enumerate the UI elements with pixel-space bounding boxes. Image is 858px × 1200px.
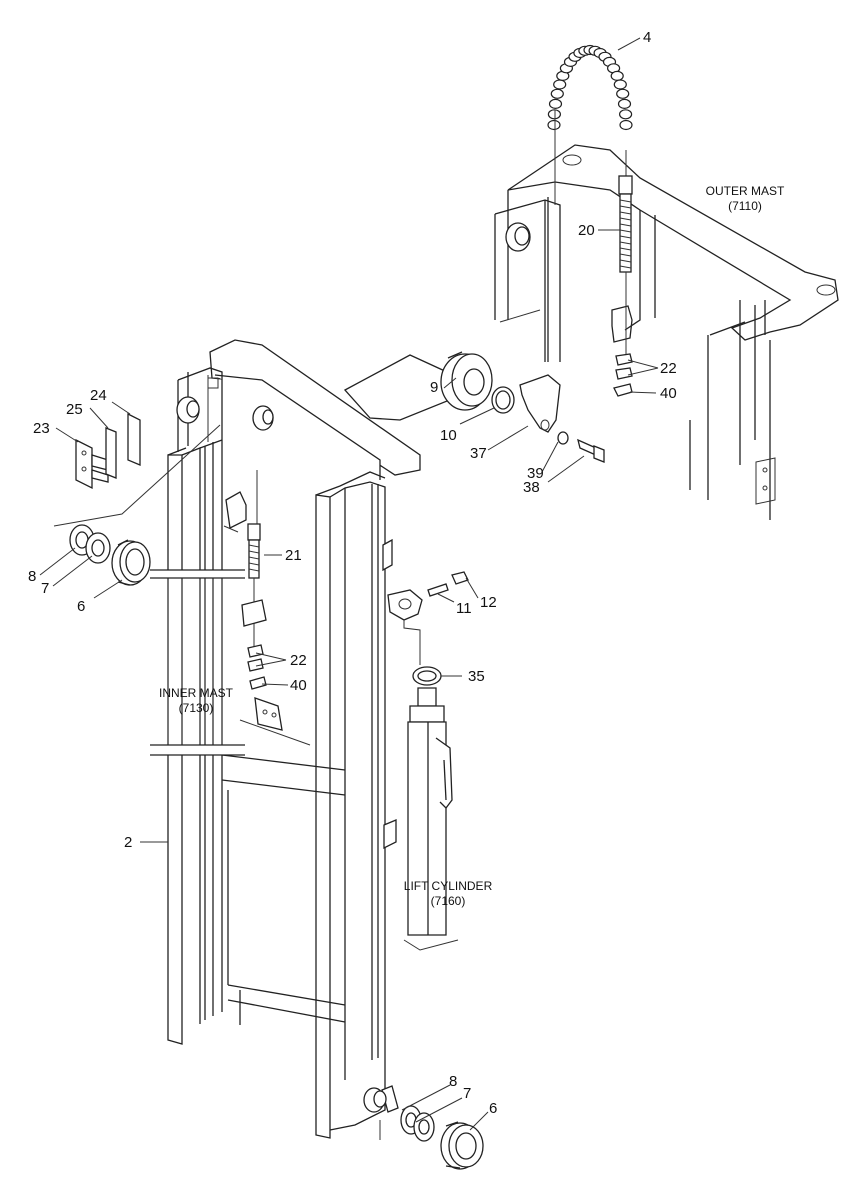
bolt-11 xyxy=(427,583,449,597)
callout-22-outer: 22 xyxy=(660,360,677,377)
shim-7-upper xyxy=(85,532,111,564)
assembly-labels: OUTER MAST (7110) INNER MAST (7130) LIFT… xyxy=(159,184,785,908)
outer-mast-assembly xyxy=(494,144,839,520)
chain-link xyxy=(548,98,563,110)
chain-link xyxy=(618,109,633,120)
shim-25 xyxy=(105,427,117,479)
chain-link xyxy=(610,70,624,82)
o-ring-35 xyxy=(412,666,442,686)
callout-37: 37 xyxy=(470,445,487,462)
callout-11: 11 xyxy=(456,600,472,617)
callout-35: 35 xyxy=(468,668,485,685)
callout-20: 20 xyxy=(578,222,595,239)
bearing-6-upper xyxy=(111,539,151,586)
chain-link xyxy=(553,79,567,90)
nut-12 xyxy=(451,571,469,585)
callout-40-outer: 40 xyxy=(660,385,677,402)
callout-21: 21 xyxy=(285,547,302,564)
callout-7-top: 7 xyxy=(41,580,49,597)
lift-cylinder-code: (7160) xyxy=(431,894,466,908)
cylinder-bracket xyxy=(387,589,423,665)
chain-link xyxy=(613,79,627,90)
bolt-38 xyxy=(577,438,605,463)
lift-cylinder-body xyxy=(403,687,459,951)
chain-guard xyxy=(519,374,561,433)
callout-6-top: 6 xyxy=(77,598,85,615)
chain-link xyxy=(550,88,564,99)
shim-7-lower xyxy=(413,1112,435,1142)
callout-8-top: 8 xyxy=(28,568,36,585)
callout-23: 23 xyxy=(33,420,50,437)
callout-2: 2 xyxy=(124,834,132,851)
cotter-pin-inner xyxy=(249,676,267,690)
nuts-upper xyxy=(615,353,633,380)
callout-38: 38 xyxy=(523,479,540,496)
callout-22-inner: 22 xyxy=(290,652,307,669)
chain-link xyxy=(617,98,632,110)
outer-mast-code: (7110) xyxy=(728,199,762,213)
callout-4: 4 xyxy=(643,29,651,46)
snap-ring xyxy=(491,386,515,414)
lift-cylinder-label: LIFT CYLINDER xyxy=(404,879,493,893)
inner-mast-assembly xyxy=(167,339,463,1140)
chain-link xyxy=(619,119,633,131)
leader-lines xyxy=(39,37,659,1131)
inner-mast-label: INNER MAST xyxy=(159,686,234,700)
callout-9: 9 xyxy=(430,379,438,396)
lift-chain xyxy=(547,44,633,205)
cotter-pin-upper xyxy=(613,383,633,397)
callout-39: 39 xyxy=(527,465,544,482)
chain-link xyxy=(616,88,630,99)
bearing-6-lower xyxy=(440,1121,484,1170)
callout-numbers: 4 20 22 40 9 10 37 39 38 24 25 23 8 7 6 … xyxy=(28,29,677,1117)
shim-24 xyxy=(127,412,141,466)
callout-40-inner: 40 xyxy=(290,677,307,694)
outer-mast-label: OUTER MAST xyxy=(706,184,785,198)
roller-shim-bracket xyxy=(75,438,109,490)
chain-link xyxy=(547,119,561,131)
chain-sheave xyxy=(440,351,493,411)
callout-8-bottom: 8 xyxy=(449,1073,457,1090)
callout-12: 12 xyxy=(480,594,497,611)
callout-7-bottom: 7 xyxy=(463,1085,471,1102)
callout-10: 10 xyxy=(440,427,457,444)
chain-anchor-bolt-inner xyxy=(241,523,267,650)
inner-mast-code: (7130) xyxy=(179,701,214,715)
chain-link xyxy=(547,109,562,120)
callout-25: 25 xyxy=(66,401,83,418)
chain-anchor-bolt-upper xyxy=(618,175,633,360)
callout-6-bottom: 6 xyxy=(489,1100,497,1117)
washer-39 xyxy=(557,431,569,445)
callout-24: 24 xyxy=(90,387,107,404)
nuts-inner xyxy=(247,644,264,672)
